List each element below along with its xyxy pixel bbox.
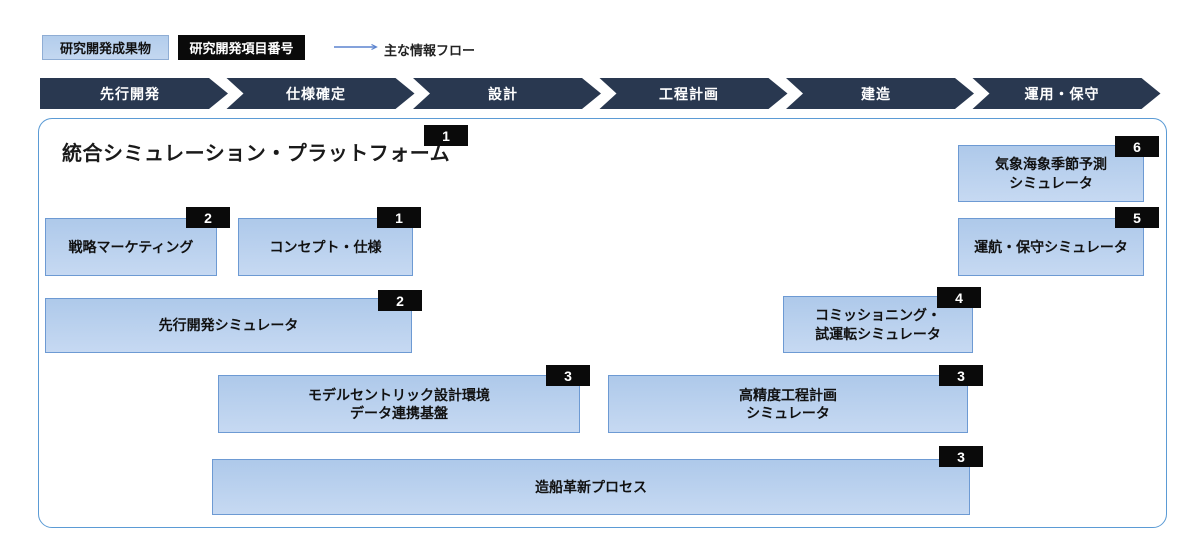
chevron-shape-3 <box>413 78 601 109</box>
phase-design: 設計 <box>488 85 518 102</box>
badge-concept-spec: 1 <box>377 207 421 228</box>
badge-strategy-marketing: 2 <box>186 207 230 228</box>
badge-weather-forecast-sim: 6 <box>1115 136 1159 157</box>
phase-advance-development: 先行開発 <box>100 85 160 102</box>
node-shipbuilding-process: 造船革新プロセス <box>212 459 970 515</box>
badge-model-centric-env: 3 <box>546 365 590 386</box>
chevron-shape-6 <box>972 78 1161 109</box>
chevron-shape-2 <box>226 78 415 109</box>
platform-title: 統合シミュレーション・プラットフォーム <box>62 143 451 165</box>
phase-construction: 建造 <box>861 85 891 102</box>
node-weather-forecast-sim: 気象海象季節予測 シミュレータ <box>958 145 1144 202</box>
phase-chevron-band <box>40 78 1161 109</box>
legend-deliverable-box: 研究開発成果物 <box>42 35 169 60</box>
phase-process-planning: 工程計画 <box>659 85 719 102</box>
badge-commissioning-sim: 4 <box>937 287 981 308</box>
badge-operation-sim: 5 <box>1115 207 1159 228</box>
platform-badge: 1 <box>424 125 468 146</box>
chevron-shape-1 <box>40 78 228 109</box>
node-model-centric-env: モデルセントリック設計環境 データ連携基盤 <box>218 375 580 433</box>
node-advance-dev-sim: 先行開発シミュレータ <box>45 298 412 353</box>
legend-flow-label: 主な情報フロー <box>384 43 476 58</box>
node-schedule-sim: 高精度工程計画 シミュレータ <box>608 375 968 433</box>
node-operation-sim: 運航・保守シミュレータ <box>958 218 1144 276</box>
phase-spec-determination: 仕様確定 <box>286 85 346 102</box>
chevron-shape-4 <box>599 78 788 109</box>
chevron-shape-5 <box>786 78 974 109</box>
badge-shipbuilding-process: 3 <box>939 446 983 467</box>
badge-schedule-sim: 3 <box>939 365 983 386</box>
phase-operation-maintenance: 運用・保守 <box>1024 85 1100 102</box>
legend-item-number-box: 研究開発項目番号 <box>178 35 305 60</box>
badge-advance-dev-sim: 2 <box>378 290 422 311</box>
